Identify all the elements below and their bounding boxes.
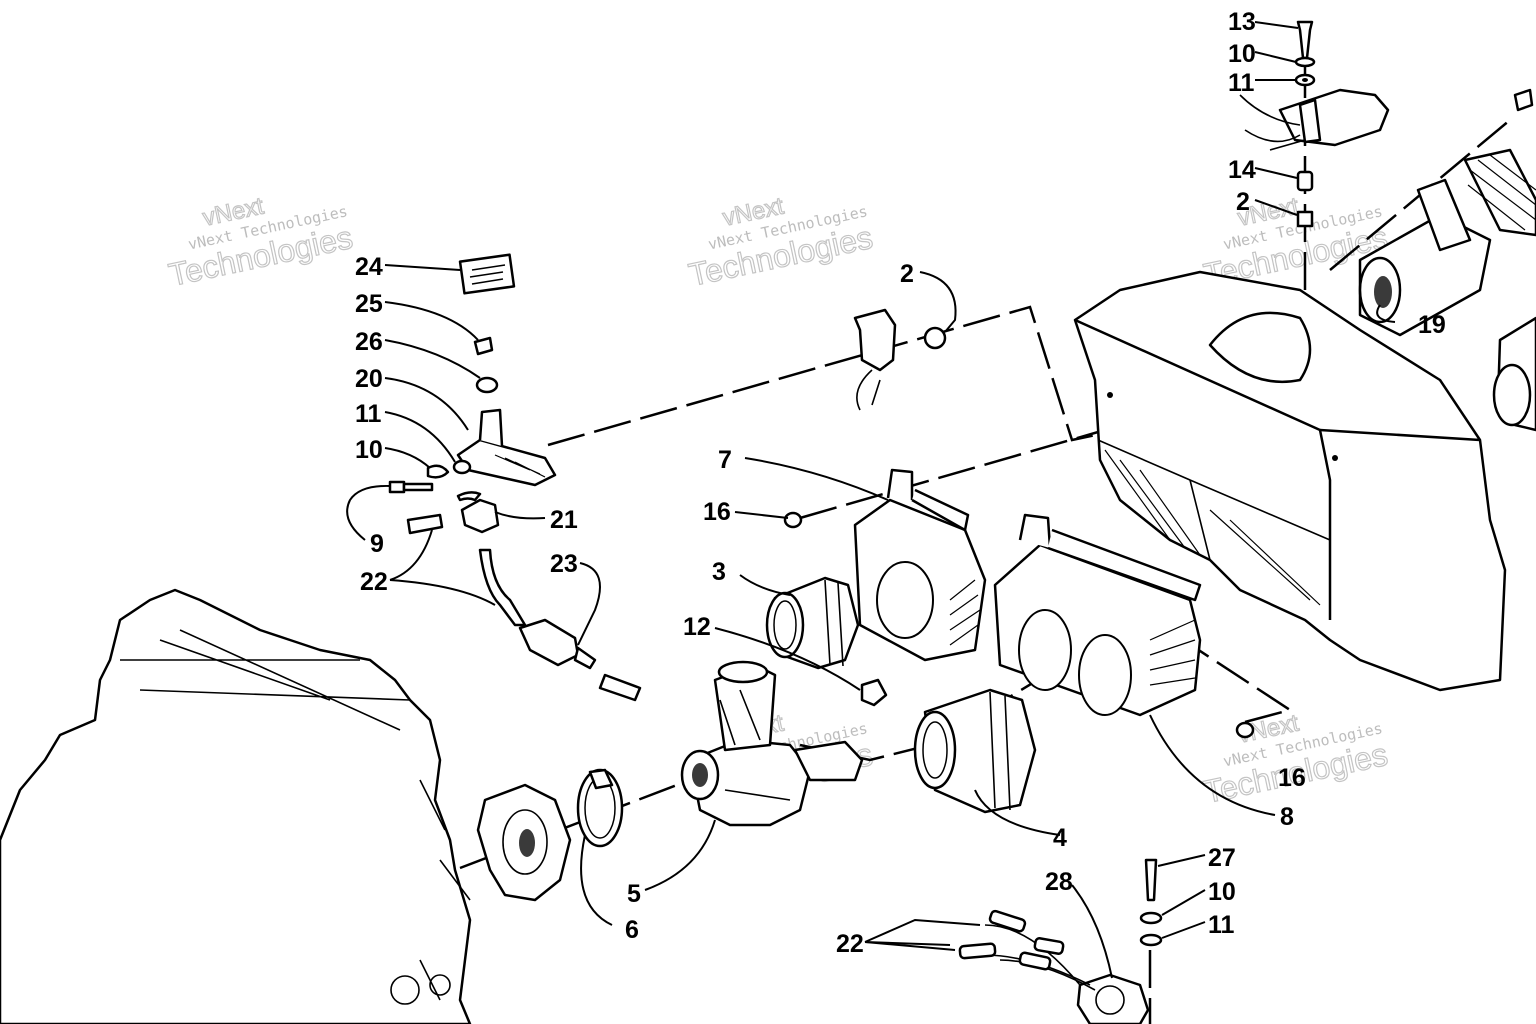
part-label-10-left: 10 [355,436,383,464]
carb-clamp [576,768,624,848]
screw-16-left [783,511,803,529]
watermark-top-center: vNext vNext Technologies Technologies [685,192,876,294]
fuel-solenoid [1239,88,1390,151]
pump-hoses-22 [958,909,1096,991]
part-number-labels: 13 10 11 14 2 19 2 24 25 26 20 11 10 21 … [355,8,1446,958]
leader-lines [346,21,1396,979]
airbox-housing [1073,270,1507,692]
silencer-tube-19 [1358,178,1492,337]
part-label-22-bottom: 22 [836,930,864,958]
engine-detail-lines [120,629,471,1001]
screw-16-right [1235,721,1255,739]
part-label-11-bottom: 11 [1208,911,1235,939]
part-label-3: 3 [712,558,726,586]
fuel-pump [1076,858,1163,1024]
part-label-10-bottom: 10 [1208,878,1236,906]
part-label-9: 9 [370,530,384,558]
part-label-19: 19 [1418,311,1446,339]
part-label-26: 26 [355,328,383,356]
mounting-bracket [388,253,557,494]
watermark-top-left: vNext vNext Technologies Technologies [165,192,356,294]
part-label-7: 7 [718,446,732,474]
carburetor [680,660,864,827]
part-label-16-left: 16 [703,498,731,526]
explode-line-bracket-to-airbox [547,305,1111,447]
screw-top-right [1513,88,1534,112]
part-label-22-left: 22 [360,568,388,596]
engine-bolt-hole [429,974,451,996]
part-label-6: 6 [625,916,639,944]
explode-line-intake-to-flange [459,778,691,870]
part-label-2-mid: 2 [900,260,914,288]
part-label-8: 8 [1280,803,1294,831]
intake-plate-8 [993,513,1202,717]
engine-crankcase [0,588,472,1024]
part-label-11-left: 11 [355,400,382,428]
fuel-valve [406,491,527,627]
part-label-5: 5 [627,880,641,908]
part-label-14: 14 [1228,156,1256,184]
intake-flange [476,783,572,902]
part-label-13-top: 13 [1228,8,1256,36]
part-label-12: 12 [683,613,711,641]
engine-bolt-hole [390,975,420,1005]
part-label-20: 20 [355,365,383,393]
part-label-28: 28 [1045,868,1073,896]
part-label-24: 24 [355,253,383,281]
watermark-bottom-right: vNext vNext Technologies Technologies [1200,709,1391,811]
part-label-27: 27 [1208,844,1236,872]
part-label-25: 25 [355,290,383,318]
intake-plate-7 [853,468,987,662]
adapter-boot-4 [913,688,1037,814]
part-label-11-top: 11 [1228,69,1255,97]
fuel-filter-23 [518,618,642,702]
part-label-21: 21 [550,506,578,534]
part-label-2-top: 2 [1236,188,1250,216]
silencer-tube-right [1492,316,1536,432]
part-label-4: 4 [1053,824,1067,852]
explode-line-16-to-airbox [799,428,1106,520]
adapter-boot-3 [765,576,860,670]
part-label-10-top: 10 [1228,40,1256,68]
part-label-16-right: 16 [1278,764,1306,792]
part-label-23: 23 [550,550,578,578]
clip-12 [860,678,888,707]
silencer-screen [1463,148,1536,237]
solenoid-mount [853,308,947,411]
hardware-stack-top [1294,20,1316,228]
